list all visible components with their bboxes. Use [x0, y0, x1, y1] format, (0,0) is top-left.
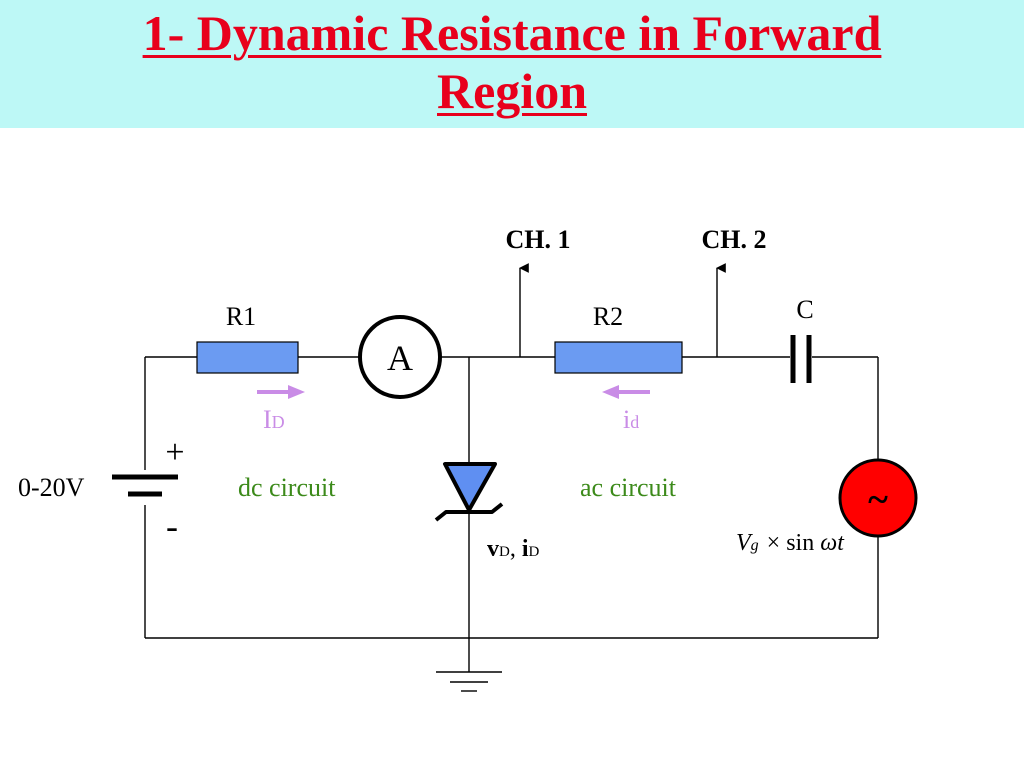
title-band — [0, 0, 1024, 128]
diode-i-sub: D — [529, 544, 540, 560]
slide-title-line-2: Region — [437, 63, 587, 119]
diode-separator: , — [510, 536, 522, 562]
dc-circuit-label: dc circuit — [238, 473, 336, 502]
ac-source-symbol: ~ — [868, 479, 888, 521]
slide-title-line-1: 1- Dynamic Resistance in Forward — [142, 5, 882, 61]
diode-v-sub: D — [499, 544, 510, 560]
source-v: V — [736, 530, 753, 556]
dc-current-arrow — [257, 385, 305, 399]
ammeter-label: A — [387, 338, 413, 378]
ac-current-arrow — [602, 385, 650, 399]
diode-v-main: v — [487, 536, 499, 562]
circuit-wires — [144, 356, 879, 672]
battery — [112, 474, 178, 497]
dc-current-main: I — [263, 405, 272, 434]
ac-current-label: id — [623, 405, 639, 434]
capacitor — [790, 335, 812, 383]
ch2-label: CH. 2 — [702, 225, 767, 254]
ac-source — [838, 458, 918, 538]
c-label: C — [796, 295, 813, 324]
ac-circuit-label: ac circuit — [580, 473, 677, 502]
resistor-r2 — [554, 341, 683, 374]
ac-current-main: i — [623, 405, 630, 434]
source-t: t — [837, 530, 845, 556]
ammeter — [358, 315, 442, 399]
diode — [434, 462, 504, 522]
source-sin: sin — [786, 530, 814, 556]
source-omega: ω — [820, 530, 837, 556]
dc-current-label: ID — [263, 405, 285, 434]
r2-label: R2 — [593, 302, 623, 331]
source-times: × — [767, 530, 781, 556]
diode-i-main: i — [522, 536, 529, 562]
ac-current-sub: d — [630, 412, 639, 432]
minus-sign: - — [166, 506, 178, 546]
resistor-r1 — [196, 341, 299, 374]
diode-quantities-label: vD, iD — [487, 536, 540, 562]
slide-title: 1- Dynamic Resistance in Forward Region — [0, 4, 1024, 120]
supply-voltage-label: 0-20V — [18, 473, 85, 502]
ground-symbol — [436, 671, 502, 692]
ch1-label: CH. 1 — [506, 225, 571, 254]
plus-sign: + — [165, 434, 184, 471]
dc-current-sub: D — [272, 412, 285, 432]
r1-label: R1 — [226, 302, 256, 331]
source-g: g — [751, 537, 759, 554]
